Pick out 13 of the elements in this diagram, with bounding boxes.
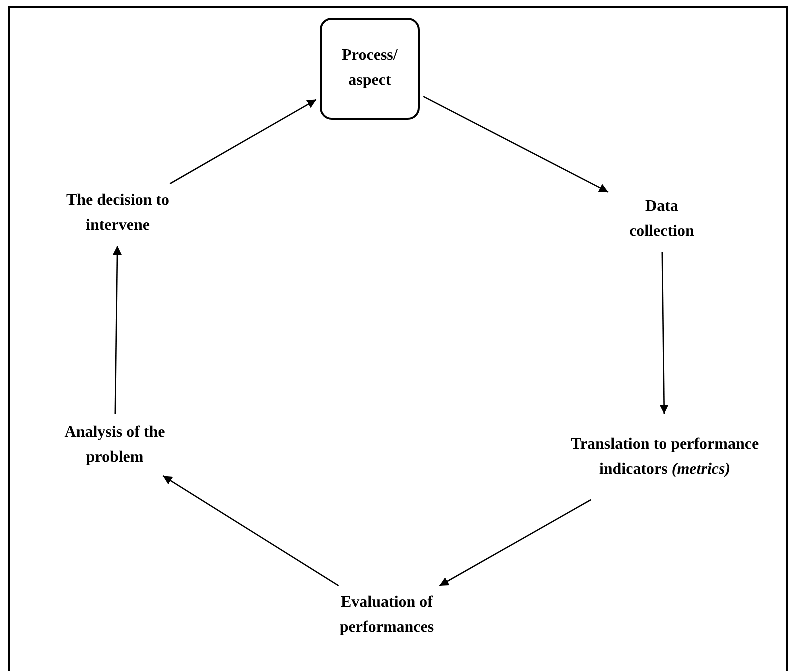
step-label: Evaluation of performances <box>312 588 462 644</box>
process-box <box>320 18 420 120</box>
step-label: Translation to performance indicators (metrics) <box>548 418 782 498</box>
arrow <box>660 252 669 414</box>
step-label: The decision to intervene <box>33 186 203 242</box>
process-label: Process/ aspect <box>341 46 399 91</box>
step-label: Data collection <box>612 192 712 248</box>
arrow <box>112 246 122 414</box>
arrow <box>170 99 317 185</box>
arrow <box>162 476 340 586</box>
arrow <box>439 499 592 587</box>
step-label: Analysis of the problem <box>35 418 195 474</box>
arrow <box>423 96 609 193</box>
